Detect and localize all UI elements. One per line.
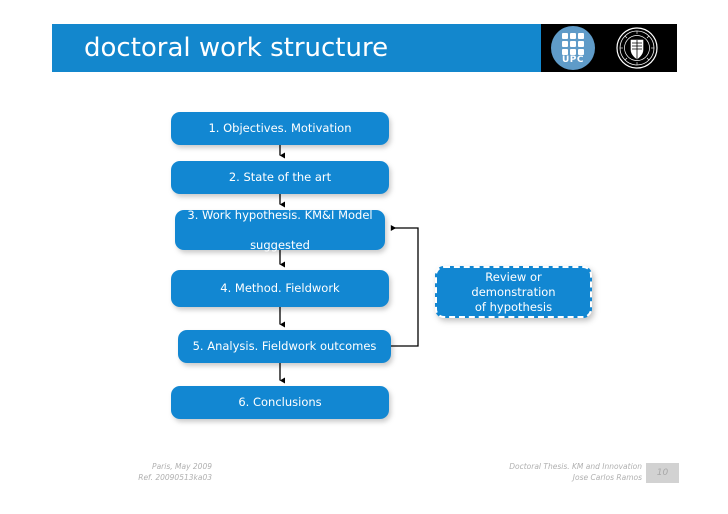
feedback-box-review-demonstration[interactable]: Review or demonstration of hypothesis [435, 266, 592, 318]
flow-box-3-label: 3. Work hypothesis. KM&I Model suggested [187, 208, 372, 253]
footer-right-line1: Doctoral Thesis. KM and Innovation [509, 462, 642, 471]
flow-box-6-conclusions[interactable]: 6. Conclusions [171, 386, 389, 419]
flow-box-3-work-hypothesis[interactable]: 3. Work hypothesis. KM&I Model suggested [175, 208, 385, 253]
university-seal-logo [616, 27, 658, 69]
footer-right: Doctoral Thesis. KM and Innovation Jose … [382, 461, 642, 483]
logo-panel: UPC [541, 24, 677, 72]
footer-left-line1: Paris, May 2009 [152, 462, 212, 471]
feedback-box-line1: Review or demonstration [471, 269, 556, 299]
flow-box-5-analysis[interactable]: 5. Analysis. Fieldwork outcomes [178, 330, 391, 363]
page-number-badge: 10 [646, 463, 679, 483]
flow-box-5-label: 5. Analysis. Fieldwork outcomes [192, 339, 377, 353]
flow-box-2-state-of-the-art[interactable]: 2. State of the art [171, 161, 389, 194]
flow-box-3-line2: suggested [250, 237, 310, 252]
footer-left-line2: Ref. 20090513ka03 [138, 473, 212, 482]
upc-logo: UPC [551, 26, 595, 70]
flow-box-3-line1: 3. Work hypothesis. KM&I Model [187, 207, 373, 222]
flow-box-4-label: 4. Method. Fieldwork [220, 281, 340, 295]
flow-box-1-objectives[interactable]: 1. Objectives. Motivation [171, 112, 389, 145]
flow-box-2-label: 2. State of the art [228, 170, 332, 184]
flow-box-1-label: 1. Objectives. Motivation [208, 121, 352, 135]
flow-box-4-method-fieldwork[interactable]: 4. Method. Fieldwork [171, 270, 389, 307]
footer-left: Paris, May 2009 Ref. 20090513ka03 [62, 461, 212, 483]
flow-box-6-label: 6. Conclusions [238, 395, 322, 409]
connector-feedback-5-to-3 [390, 225, 419, 347]
upc-logo-label: UPC [561, 55, 584, 65]
feedback-box-label: Review or demonstration of hypothesis [443, 270, 584, 315]
feedback-box-line2: of hypothesis [474, 299, 553, 314]
upc-dot-grid [562, 33, 584, 55]
footer-right-line2: Jose Carlos Ramos [572, 473, 642, 482]
page-title: doctoral work structure [84, 33, 389, 63]
